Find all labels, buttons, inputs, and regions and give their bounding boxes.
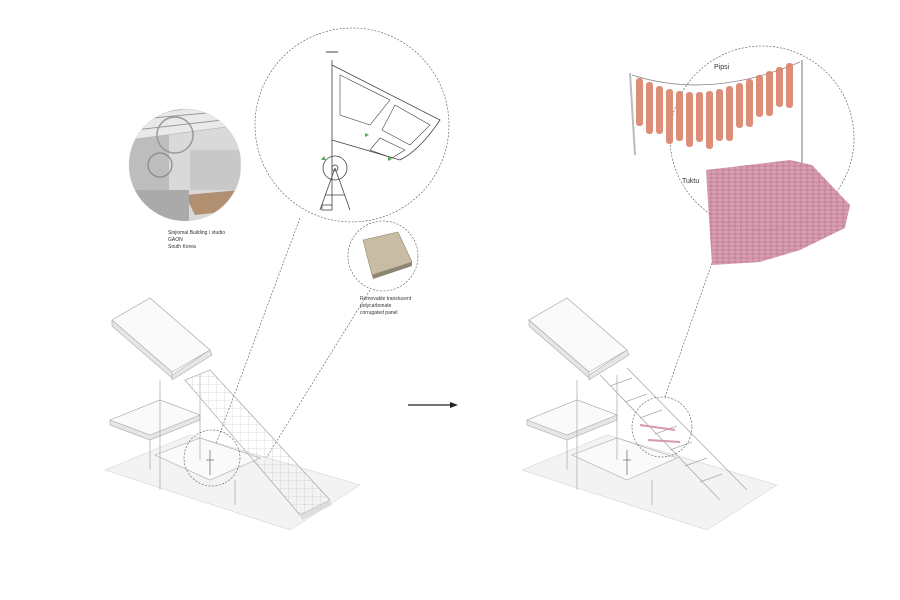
panel-caption-line1: Removable translucent bbox=[360, 296, 412, 302]
mechanism-detail-circle bbox=[254, 27, 450, 223]
rotation-arrow-icon bbox=[365, 133, 369, 137]
structure-after bbox=[521, 297, 778, 531]
photo-caption-line2: GAON bbox=[168, 237, 183, 243]
pipsi-photo bbox=[629, 60, 803, 165]
tuktu-photo bbox=[706, 160, 850, 265]
panel-detail-circle bbox=[347, 220, 419, 292]
rotation-arrow-icon bbox=[321, 156, 326, 160]
rotation-arrow-icon bbox=[388, 157, 392, 161]
photo-outline bbox=[128, 108, 242, 222]
reference-photo bbox=[129, 109, 241, 221]
panel-caption-line2: polycarbonate bbox=[360, 303, 392, 309]
tuktu-label: Tuktu bbox=[682, 178, 699, 185]
panel-caption-line3: corrugated panel bbox=[360, 310, 398, 316]
photo-caption-line3: South Korea bbox=[168, 244, 196, 250]
transformation-arrow-icon bbox=[408, 402, 458, 408]
photo-caption-line1: Sinjiomal Building / studio bbox=[168, 230, 225, 236]
structure-before bbox=[104, 297, 361, 531]
leader-line bbox=[664, 239, 721, 398]
leader-line bbox=[264, 289, 371, 461]
drying-rack-mechanism-drawing bbox=[319, 51, 441, 211]
polycarbonate-panel-image bbox=[362, 231, 413, 276]
pipsi-label: Pipsi bbox=[714, 64, 730, 71]
